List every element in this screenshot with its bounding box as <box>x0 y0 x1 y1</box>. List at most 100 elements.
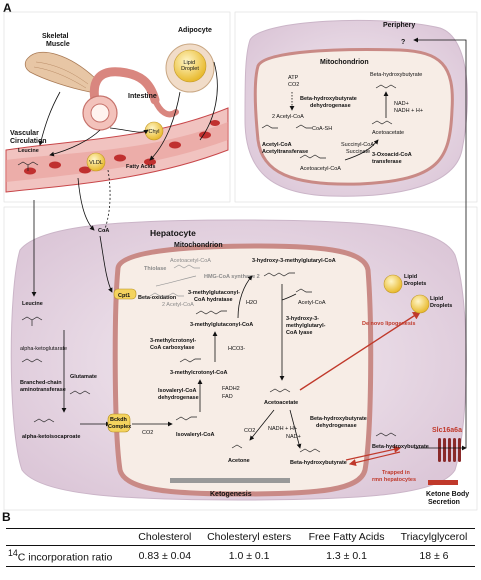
bckdh-complex <box>107 413 131 433</box>
blood-vessel <box>5 107 229 193</box>
acetoacetate-periphery-label: Acetoacetate <box>372 130 404 136</box>
acetoacetyl-coa-periphery-label: Acetoacetyl-CoA <box>300 166 341 172</box>
acetoacetate-to-acetone-arrow <box>249 409 275 441</box>
bhb-out-label: Beta-hydroxybutyrate <box>372 444 429 450</box>
periphery-mitochondrion <box>253 48 454 186</box>
bhb-dehydrogenase-periphery-label: Beta-hydroxybutyrate dehydrogenase <box>300 96 358 109</box>
hmg-coa-structure <box>263 272 295 277</box>
lipid-droplets-2-label: Lipid Droplets <box>430 296 452 309</box>
vldl-label: VLDL <box>89 160 103 166</box>
cpt1-label: Cpt1 <box>118 293 130 299</box>
fatty-acids-label: Fatty Acids <box>126 164 155 170</box>
to-periphery-arrow <box>413 37 467 448</box>
slc16a6a-label: Slc16a6a <box>432 427 462 434</box>
bcat-label: Branched-chain aminotransferase <box>20 380 66 393</box>
adipocyte-label: Adipocyte <box>178 27 212 34</box>
vldl-particle <box>86 152 106 172</box>
acetoacetyl-coa-structure <box>299 154 326 159</box>
hep-leucine-label: Leucine <box>22 301 43 307</box>
table-cell: 18 ± 6 <box>392 545 475 567</box>
succinate-label: Succinate <box>346 149 370 155</box>
skeletal-muscle-label: Skeletal Muscle <box>42 33 70 48</box>
ketone-secretion-label: Ketone Body Secretion <box>426 491 471 506</box>
vascular-leucine-structure <box>17 161 39 171</box>
beta-oxidation-label: Beta-oxidation <box>138 295 177 301</box>
methylcrotonyl-carboxylase-label: 3-methylcrotonyl- CoA carboxylase <box>150 338 198 351</box>
slc16a6a-transporter <box>438 438 461 462</box>
h2o-label: H2O <box>246 300 258 306</box>
vldl-dashed-line <box>103 169 111 233</box>
thiolase-label: Thiolase <box>144 266 166 272</box>
acetoacetate-structure-periphery <box>371 120 393 125</box>
bhb-out-structure <box>375 432 397 437</box>
co2-hep-label: CO2 <box>142 430 153 436</box>
adipocyte-line <box>199 61 218 141</box>
co2-acetone-label: CO2 <box>244 428 255 434</box>
adipocyte-icon <box>165 43 215 93</box>
bhb-export-arrow <box>345 445 402 461</box>
column-header: Cholesteryl esters <box>198 528 301 546</box>
column-header <box>6 528 132 546</box>
trapped-label: Trapped in rmn hepatocytes <box>372 470 416 483</box>
acetyl-coa-hep-structure <box>295 288 312 293</box>
periphery-question: ? <box>401 39 405 46</box>
bhb-trapped-arrow <box>348 451 401 467</box>
acetone-label: Acetone <box>228 458 250 464</box>
hepatocyte-label: Hepatocyte <box>150 228 196 238</box>
acetyl-coa-branch <box>281 293 297 301</box>
acetyl-coa-structures <box>261 124 312 129</box>
pathway-diagram: Skeletal Muscle Intestine Adipocyte Lipi… <box>3 11 478 511</box>
table-cell: 1.0 ± 0.1 <box>198 545 301 567</box>
hep-leucine-structure <box>21 316 43 326</box>
bhb-hep-label: Beta-hydroxybutyrate <box>290 460 347 466</box>
methylcrotonyl-coa-label: 3-methylcrotonyl-CoA <box>170 370 227 376</box>
muscle-to-blood-arrow <box>38 91 61 146</box>
methylcrotonyl-coa-structure <box>179 358 201 363</box>
acetyl-coa-grey-structures <box>149 292 184 297</box>
table-cell: 1.3 ± 0.1 <box>300 545 393 567</box>
two-acetyl-coa-hep-label: 2 Acetyl-CoA <box>162 302 194 308</box>
column-header: Cholesterol <box>131 528 198 546</box>
fadh2-label: FADH2 <box>222 386 240 392</box>
chyl-label: Chyl <box>148 129 159 135</box>
methylglutaconyl-coa-label: 3-methylglutaconyl-CoA <box>190 322 253 328</box>
adipocyte-lipid-droplet-label: Lipid Droplet <box>181 60 199 72</box>
nad-plus-label: NAD+ <box>394 101 409 107</box>
acetoacetate-hep-structure <box>269 388 291 393</box>
acetoacetyl-to-acetoacetate-arrow <box>344 139 379 161</box>
column-header: Free Fatty Acids <box>300 528 393 546</box>
atp-co2-label: ATP CO2 <box>288 75 300 88</box>
column-header: Triacylglycerol <box>392 528 475 546</box>
acetyl-coa-hep-label: Acetyl-CoA <box>298 300 326 306</box>
alpha-ketoglutarate-label: alpha-ketoglutarate <box>20 346 67 352</box>
lipid-droplets-1-label: Lipid Droplets <box>404 274 426 287</box>
thiolase-arrow <box>155 275 197 287</box>
cpt1-transporter <box>113 288 137 300</box>
panel-b-label: B <box>2 510 11 524</box>
lipid-droplet-2 <box>410 294 430 314</box>
bhb-structure-periphery <box>375 84 397 89</box>
bhb-dehydrogenase-hep-label: Beta-hydroxybutyrate dehydrogenase <box>310 416 368 429</box>
acetoacetyl-coa-hep-label: Acetoacetyl-CoA <box>170 258 211 264</box>
bhb-hep-structure <box>299 448 321 453</box>
coa-sh-label: CoA-SH <box>312 126 332 132</box>
nad-hep-label: NAD+ <box>286 434 301 440</box>
alpha-ketoglutarate-structure <box>21 358 43 363</box>
lipid-droplet-1 <box>383 274 403 294</box>
coa-to-cpt1-arrow <box>99 235 113 293</box>
isovaleryl-coa-label: Isovaleryl-CoA <box>176 432 215 438</box>
intestine-to-chyl-arrow <box>109 127 149 135</box>
oxoacid-transferase-label: 3-Oxoacid-CoA transferase <box>372 152 413 165</box>
de-novo-lipogenesis-label: De novo lipogenesis <box>362 321 415 327</box>
row-label: 14C incorporation ratio <box>6 545 132 567</box>
ketone-secretion-bar <box>428 480 458 485</box>
hmg-coa-synthase-label: HMG-CoA synthase 2 <box>204 274 260 280</box>
bhb-periphery-label: Beta-hydroxybutyrate <box>370 72 422 78</box>
periphery-label: Periphery <box>383 22 415 29</box>
hco3-label: HCO3- <box>228 346 245 352</box>
mgc-to-hmg-arrow <box>237 275 253 319</box>
adipocyte-to-fa-arrow <box>149 91 181 161</box>
